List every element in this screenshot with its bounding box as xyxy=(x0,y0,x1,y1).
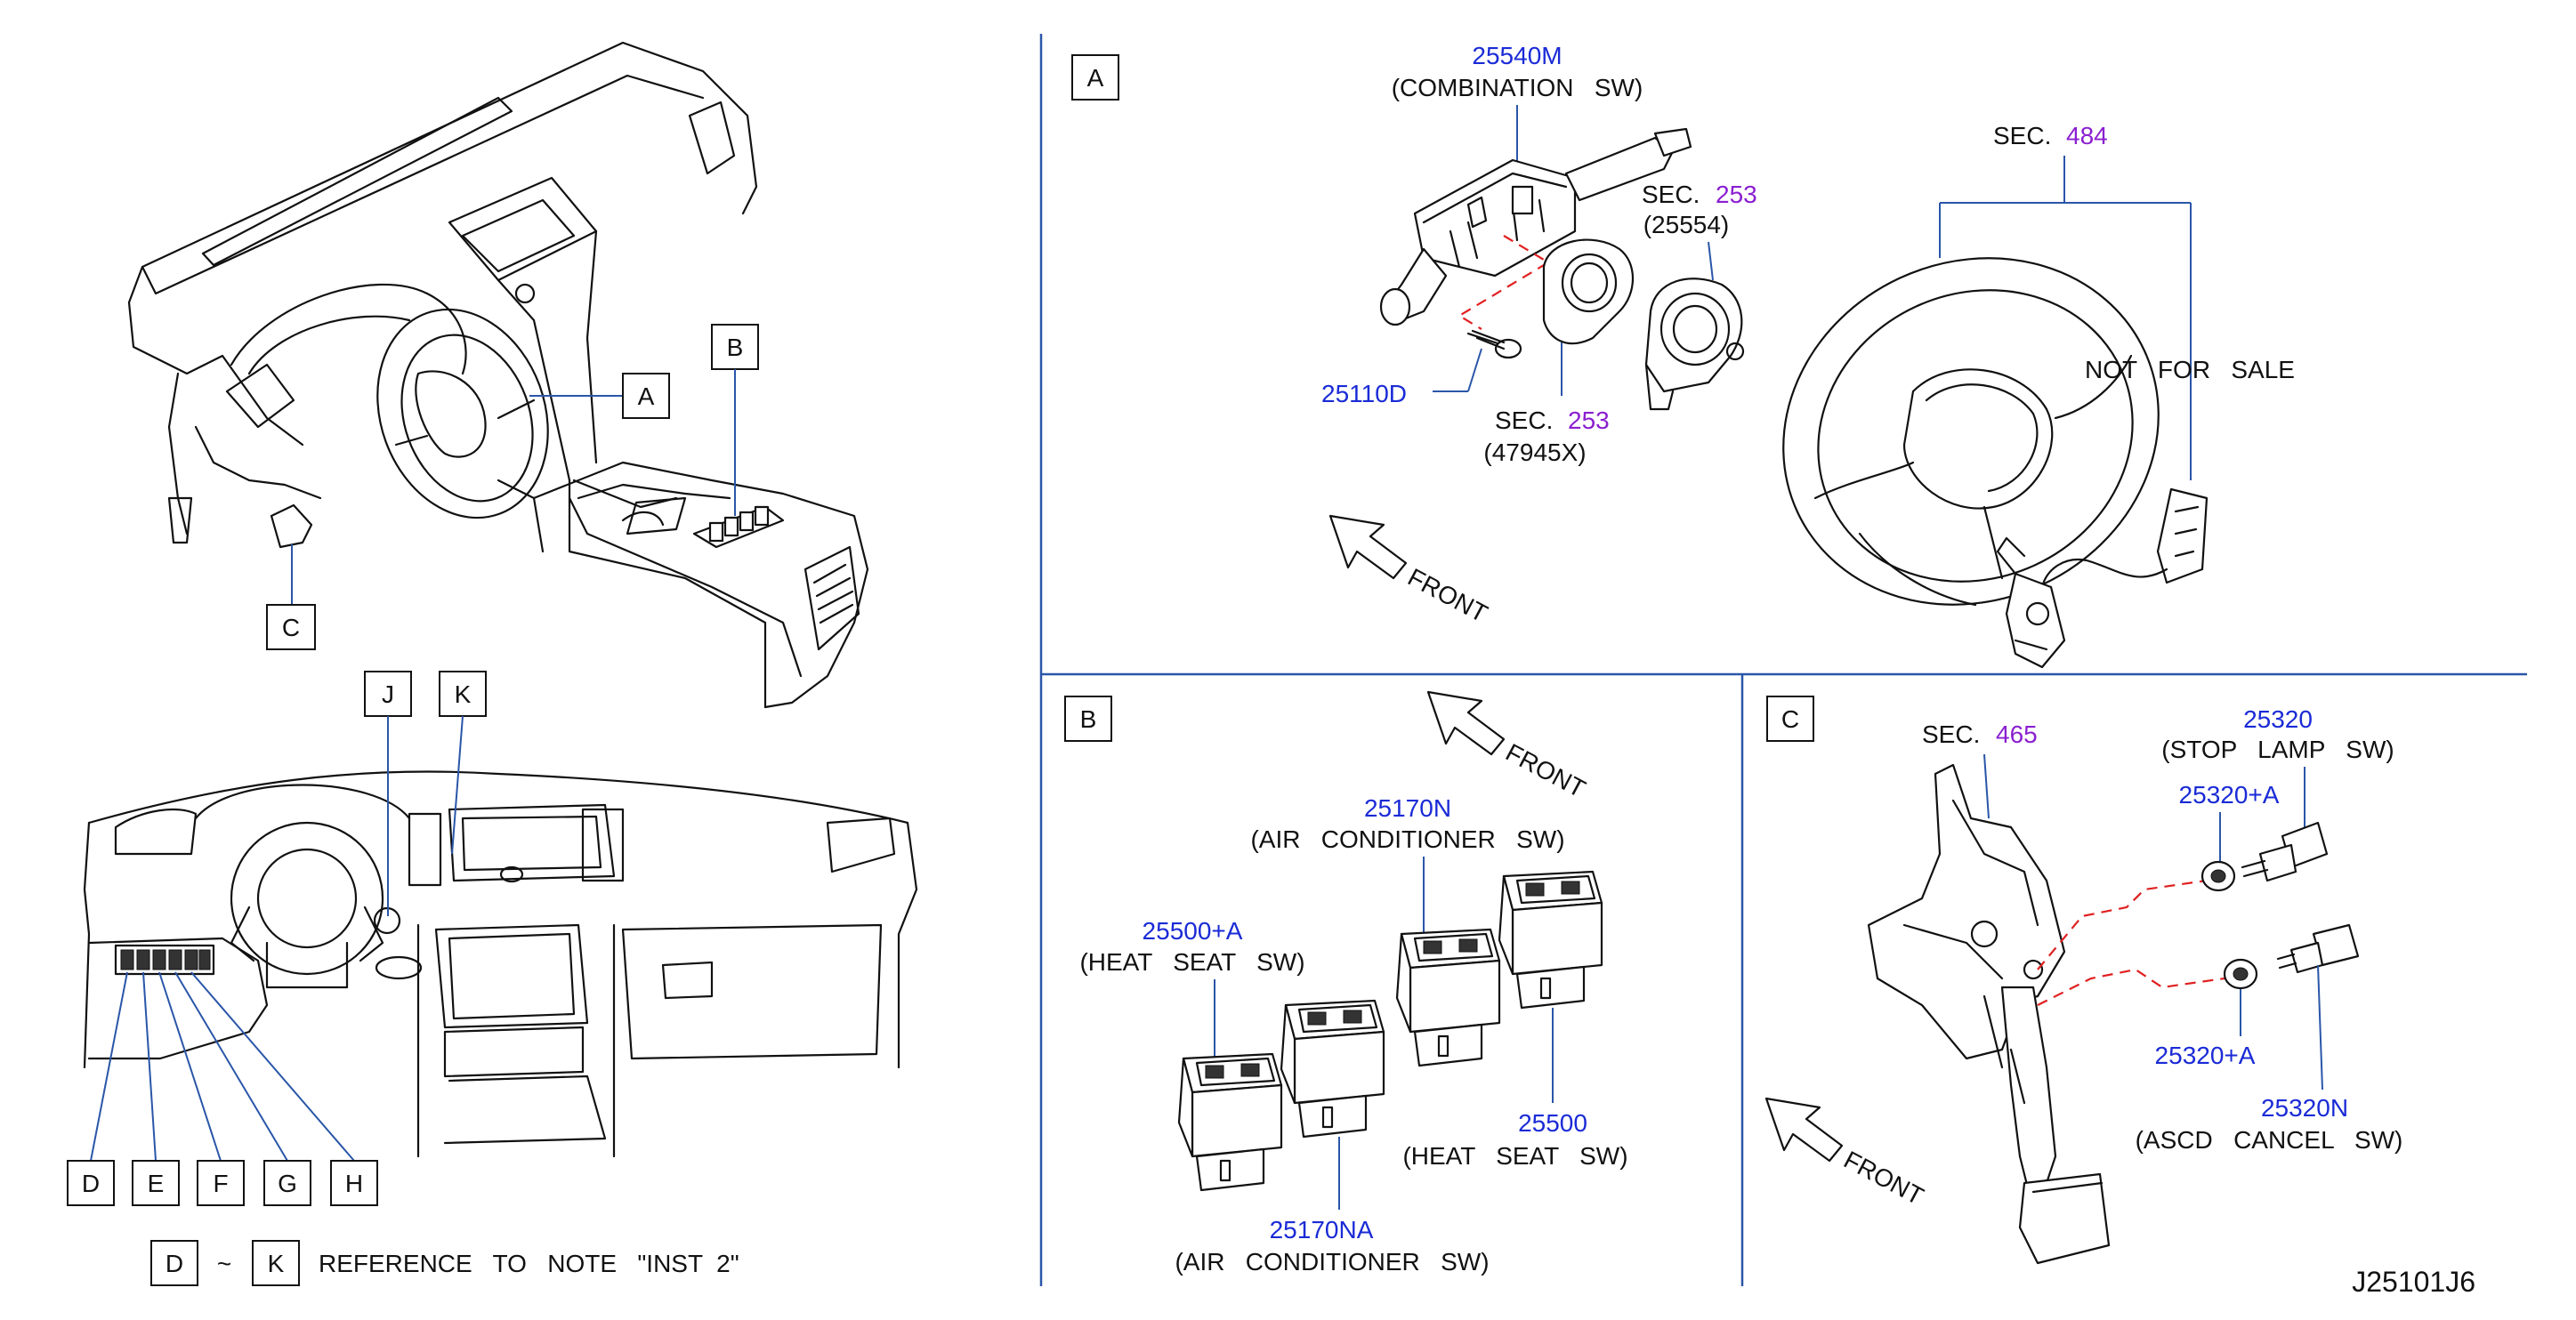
screw-drawing xyxy=(1466,329,1522,359)
stop-lamp-desc: (STOP LAMP SW) xyxy=(2161,736,2394,763)
brake-pedal-drawing xyxy=(1867,763,2111,1265)
callout-box-d xyxy=(67,1160,115,1206)
ref-box-k xyxy=(252,1240,300,1286)
clip-upper-drawing xyxy=(2201,860,2236,892)
panel-c: C SEC. 465 25320 (STOP LAMP SW) xyxy=(1764,696,2403,1265)
heat-seat-pn: 25500 xyxy=(1518,1109,1587,1137)
ac-sw-na-pn: 25170NA xyxy=(1270,1216,1374,1244)
sec253-upper-num: 253 xyxy=(1716,181,1757,208)
panel-a-label-box xyxy=(1071,54,1119,101)
clip-upper-pn: 25320+A xyxy=(2179,781,2280,809)
spiral-cable-drawing xyxy=(1542,238,1635,345)
callout-j-label: J xyxy=(382,680,394,708)
callout-box-b xyxy=(711,324,759,370)
dashboard-overview-drawing xyxy=(127,41,869,709)
front-a-label: FRONT xyxy=(1403,563,1492,628)
front-arrow-b: FRONT xyxy=(1426,690,1590,803)
heat-seat-a-pn: 25500+A xyxy=(1143,917,1243,945)
panel-b-label-box xyxy=(1064,696,1112,742)
callout-h-label: H xyxy=(345,1170,363,1197)
sec253-lower-sec: SEC. xyxy=(1495,406,1553,434)
ref-box-d xyxy=(150,1240,198,1286)
ascd-pn: 25320N xyxy=(2261,1094,2348,1122)
panel-c-label: C xyxy=(1781,705,1799,733)
callout-box-c xyxy=(266,604,316,650)
sec465-sec: SEC. xyxy=(1922,720,1980,748)
screw-pn: 25110D xyxy=(1321,380,1407,407)
callout-c-label: C xyxy=(282,614,300,641)
switch-unit-heat-seat xyxy=(1498,870,1603,1010)
steering-sensor-drawing xyxy=(1644,278,1745,411)
sec253-upper-sub: (25554) xyxy=(1643,211,1730,238)
stop-lamp-switch-drawing xyxy=(2241,821,2329,882)
callout-g-label: G xyxy=(278,1170,297,1197)
callout-d-label: D xyxy=(82,1170,100,1197)
reference-text: REFERENCE TO NOTE "INST 2" xyxy=(319,1250,739,1277)
ac-sw-n-pn: 25170N xyxy=(1364,794,1451,822)
steering-wheel-drawing xyxy=(1782,257,2209,669)
callout-e-label: E xyxy=(148,1170,165,1197)
heat-seat-desc: (HEAT SEAT SW) xyxy=(1402,1142,1627,1170)
callout-box-e xyxy=(132,1160,180,1206)
combination-sw-desc: (COMBINATION SW) xyxy=(1392,74,1643,101)
ref-tilde: ~ xyxy=(217,1250,231,1277)
switch-unit-ac-n xyxy=(1395,928,1501,1067)
ac-sw-na-desc: (AIR CONDITIONER SW) xyxy=(1175,1248,1489,1276)
callout-box-f xyxy=(197,1160,245,1206)
sec253-lower-sub: (47945X) xyxy=(1483,439,1586,466)
combination-sw-pn: 25540M xyxy=(1472,42,1562,69)
panel-a: A 25540M (COMBINATION SW) SEC. 253 (4794… xyxy=(1071,42,2295,669)
front-arrow-c: FRONT xyxy=(1764,1097,1928,1211)
callout-box-h xyxy=(330,1160,378,1206)
callout-f-label: F xyxy=(213,1170,228,1197)
switch-unit-ac-na xyxy=(1280,999,1385,1139)
callout-b-label: B xyxy=(727,334,744,361)
panel-dividers xyxy=(1039,34,2527,1286)
panel-b: B FRONT 25170N (AIR CONDITIONER SW) 2550… xyxy=(1064,690,1628,1276)
panel-a-label: A xyxy=(1087,64,1104,92)
dashboard-front-drawing xyxy=(83,770,918,1158)
heat-seat-a-desc: (HEAT SEAT SW) xyxy=(1079,948,1304,976)
callout-k-label: K xyxy=(455,680,472,708)
switch-unit-heat-seat-a xyxy=(1177,1052,1283,1192)
reference-note: D ~ K REFERENCE TO NOTE "INST 2" xyxy=(150,1240,739,1286)
front-arrow-a: FRONT xyxy=(1328,514,1492,628)
callout-box-g xyxy=(263,1160,311,1206)
ac-sw-n-desc: (AIR CONDITIONER SW) xyxy=(1250,825,1564,853)
sec253-upper-sec: SEC. xyxy=(1642,181,1700,208)
sec465-num: 465 xyxy=(1996,720,2038,748)
combination-switch-drawing xyxy=(1379,127,1692,326)
sec253-lower-num: 253 xyxy=(1568,406,1610,434)
callout-box-k xyxy=(439,671,487,717)
clip-lower-pn: 25320+A xyxy=(2155,1042,2256,1069)
ascd-switch-drawing xyxy=(2276,923,2360,974)
sec484-num: 484 xyxy=(2066,122,2108,149)
clip-lower-drawing xyxy=(2223,958,2258,990)
sec484-sec: SEC. xyxy=(1993,122,2051,149)
panel-c-label-box xyxy=(1766,696,1814,742)
panel-b-label: B xyxy=(1080,705,1097,733)
ref-to-label: K xyxy=(268,1250,285,1277)
front-b-label: FRONT xyxy=(1501,738,1590,803)
callout-box-a xyxy=(622,373,670,419)
stop-lamp-pn: 25320 xyxy=(2243,705,2313,733)
ref-from-label: D xyxy=(166,1250,183,1277)
diagram-id: J25101J6 xyxy=(2352,1266,2475,1298)
front-c-label: FRONT xyxy=(1839,1146,1928,1211)
overview-callouts-bottom: J K D E F G H xyxy=(67,671,487,1206)
callout-box-j xyxy=(364,671,412,717)
ascd-desc: (ASCD CANCEL SW) xyxy=(2136,1126,2403,1154)
not-for-sale-label: NOT FOR SALE xyxy=(2085,356,2295,383)
overview-callouts-top: A B C xyxy=(266,324,759,650)
callout-a-label: A xyxy=(638,382,655,410)
